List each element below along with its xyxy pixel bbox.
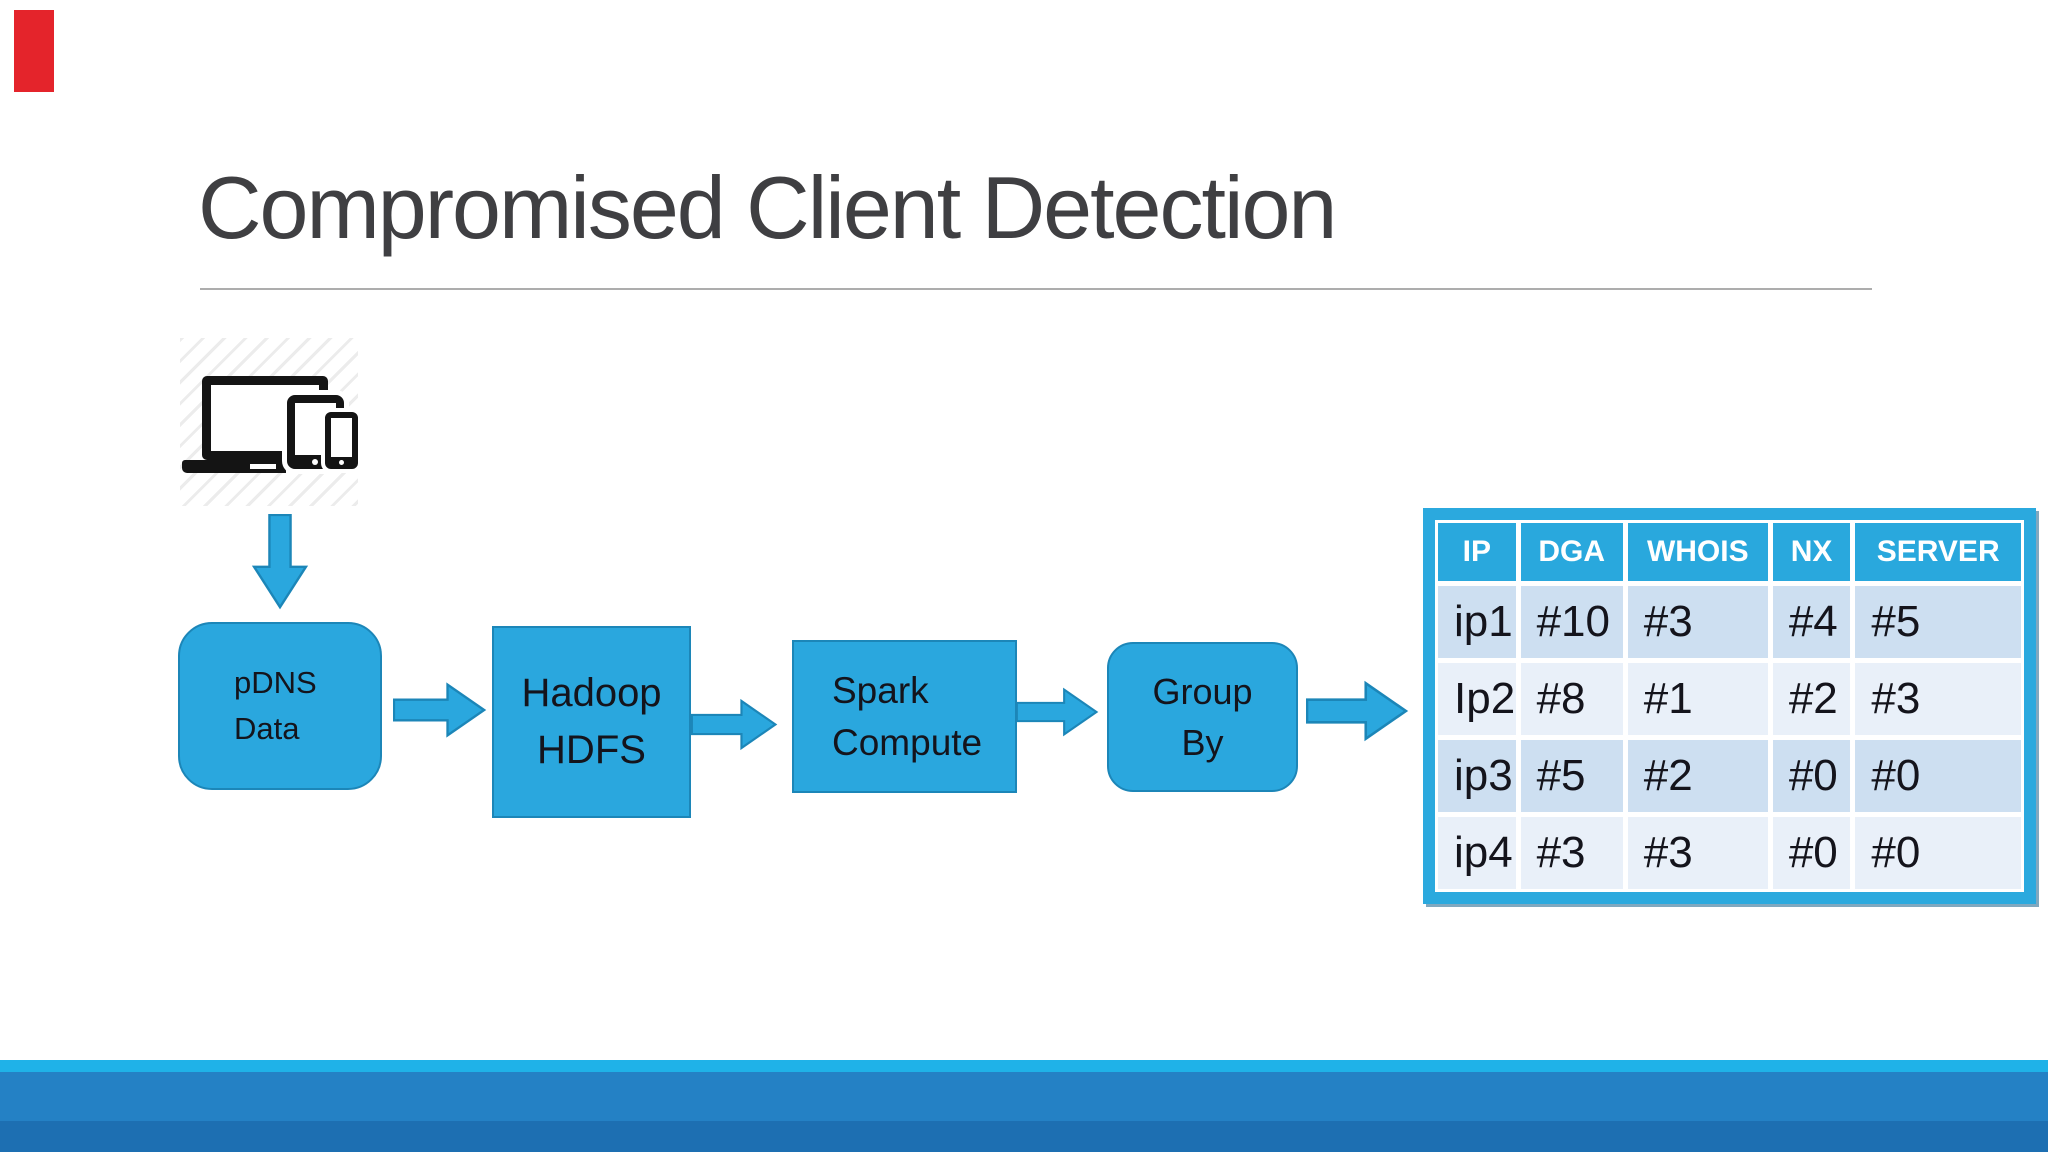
node-label-line: Spark [832, 670, 929, 712]
table-cell: ip4 [1438, 817, 1516, 889]
results-table-grid: IP DGA WHOIS NX SERVER ip1 #10 #3 #4 #5 … [1435, 520, 2024, 892]
table-cell: #10 [1520, 586, 1623, 658]
table-cell: ip1 [1438, 586, 1516, 658]
arrow-down-icon [251, 514, 309, 610]
table-cell: #4 [1772, 586, 1851, 658]
phone-home-button [339, 460, 344, 465]
node-label-line: Hadoop [521, 671, 662, 716]
flow-arrow-icon [691, 698, 778, 751]
table-cell: #0 [1855, 817, 2021, 889]
table-cell: #3 [1627, 817, 1768, 889]
flow-arrow-icon [1306, 680, 1409, 742]
footer-bottom-band [0, 1121, 2048, 1152]
flow-node-pdns-data: pDNS Data [178, 622, 382, 790]
column-header-server: SERVER [1855, 523, 2021, 581]
node-label-line: HDFS [537, 728, 646, 772]
footer-band [0, 1072, 2048, 1121]
flow-arrow-icon [1016, 687, 1099, 737]
slide-title: Compromised Client Detection [198, 158, 1337, 257]
table-cell: #8 [1520, 663, 1623, 735]
flow-node-group-by: Group By [1107, 642, 1298, 792]
phone-icon [325, 412, 358, 469]
column-header-dga: DGA [1520, 523, 1623, 581]
flow-arrow-icon [393, 682, 487, 738]
table-cell: #5 [1855, 586, 2021, 658]
table-cell: #3 [1520, 817, 1623, 889]
table-cell: #0 [1772, 817, 1851, 889]
table-cell: Ip2 [1438, 663, 1516, 735]
table-cell: #2 [1772, 663, 1851, 735]
table-cell: #5 [1520, 740, 1623, 812]
corner-red-marker [14, 10, 54, 92]
node-label-line: Data [234, 711, 300, 746]
flow-node-hadoop-hdfs: Hadoop HDFS [492, 626, 691, 818]
tablet-home-button [312, 459, 318, 465]
table-cell: #3 [1627, 586, 1768, 658]
footer-accent-strip [0, 1060, 2048, 1072]
table-cell: ip3 [1438, 740, 1516, 812]
node-label-line: pDNS [234, 665, 317, 701]
table-cell: #0 [1855, 740, 2021, 812]
table-cell: #2 [1627, 740, 1768, 812]
node-label-line: Group [1152, 670, 1253, 712]
table-cell: #0 [1772, 740, 1851, 812]
laptop-base [182, 460, 286, 473]
node-label-line: Compute [832, 721, 983, 763]
laptop-notch [250, 464, 276, 469]
table-cell: #1 [1627, 663, 1768, 735]
column-header-ip: IP [1438, 523, 1516, 581]
node-label-line: By [1181, 722, 1224, 763]
title-divider [200, 288, 1872, 290]
column-header-nx: NX [1772, 523, 1851, 581]
flow-node-spark-compute: Spark Compute [792, 640, 1017, 793]
column-header-whois: WHOIS [1627, 523, 1768, 581]
results-table: IP DGA WHOIS NX SERVER ip1 #10 #3 #4 #5 … [1423, 508, 2036, 904]
table-cell: #3 [1855, 663, 2021, 735]
